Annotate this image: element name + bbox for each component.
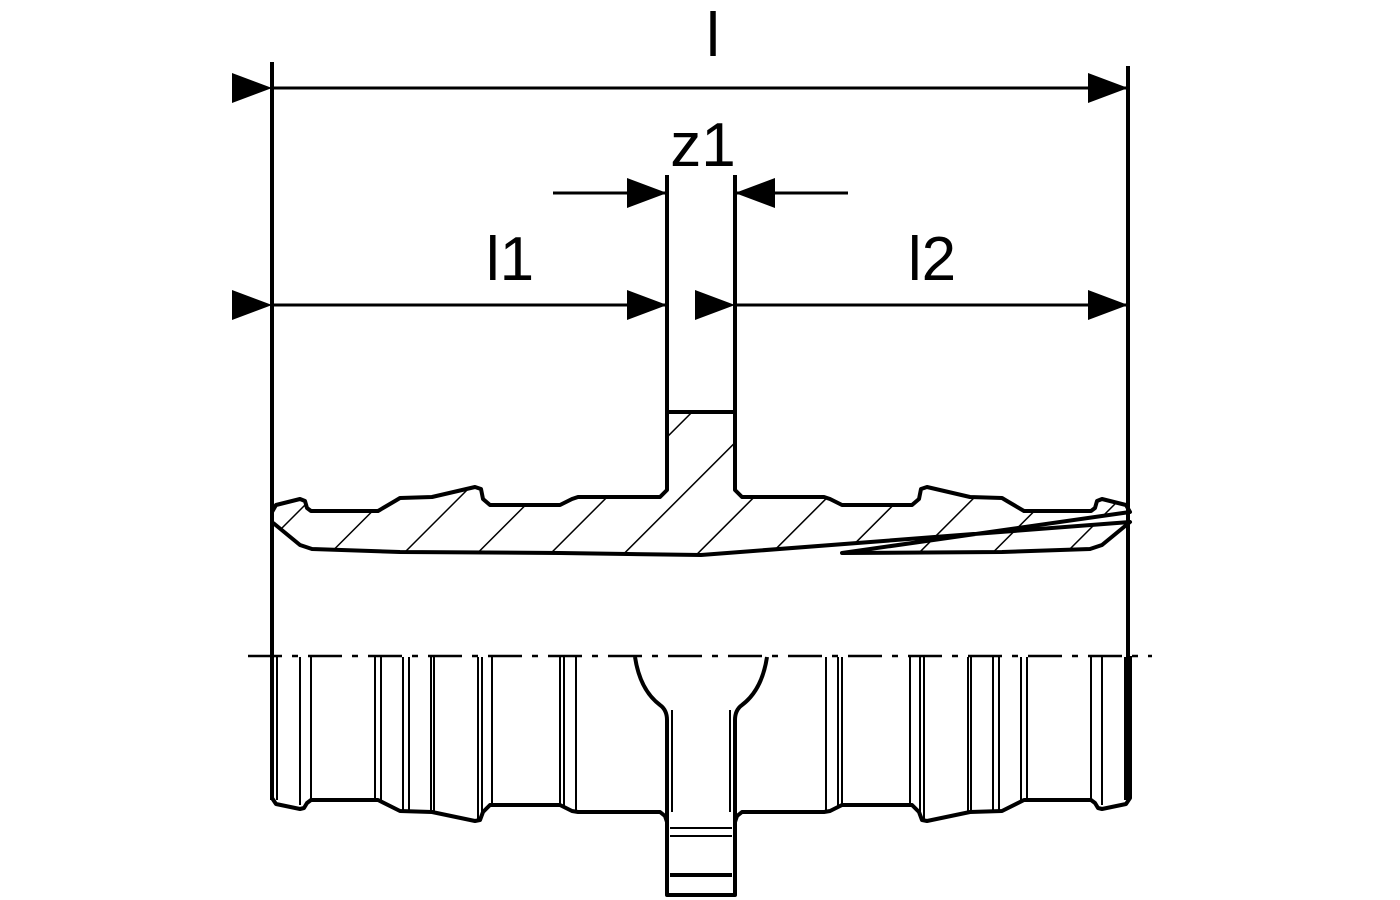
dimension-label-l2: l2 — [908, 225, 956, 294]
dimension-label-l: l — [706, 1, 720, 70]
sectioned-wall — [270, 410, 1132, 557]
dimension-label-z1: z1 — [670, 111, 735, 180]
branch-neck-right — [733, 656, 769, 822]
fitting-outline-lower — [270, 656, 1132, 897]
dimension-label-l1: l1 — [486, 225, 534, 294]
branch-neck-left — [633, 656, 669, 822]
